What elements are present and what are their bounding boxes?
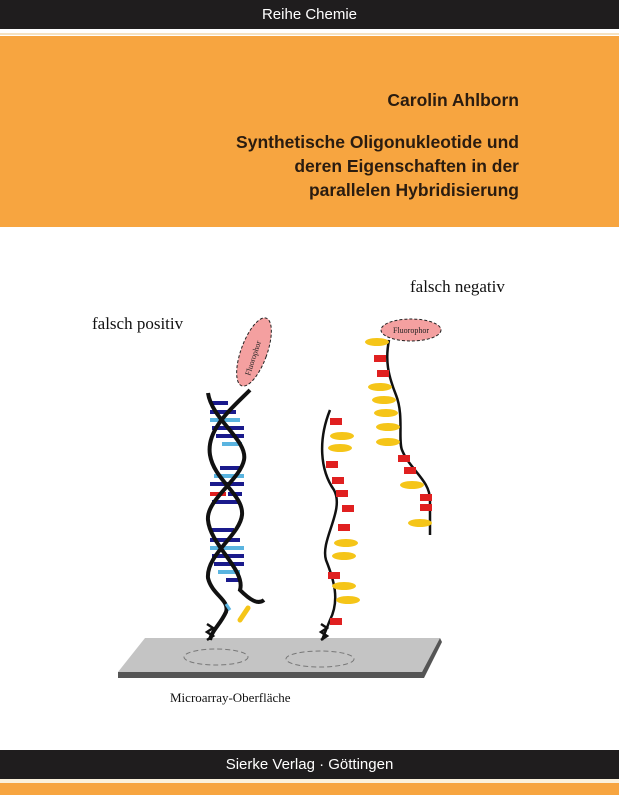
publisher-label: Sierke Verlag · Göttingen [225,756,394,773]
hybridization-diagram: Fluorophor [118,317,442,678]
author-name: Carolin Ahlborn [387,90,519,110]
label-surface: Microarray-Oberfläche [170,690,291,705]
title-panel [0,36,619,227]
title-line: Synthetische Oligonukleotide und [236,132,519,152]
single-strand-middle [318,409,360,642]
microarray-surface [118,638,442,678]
fluorophore-negative: Fluorophor [380,318,442,342]
divider [0,29,619,35]
fluorophore-positive: Fluorophor [236,317,272,387]
single-strand-negative: Fluorophor [365,318,442,535]
bottom-margin [0,795,619,800]
divider [0,779,619,785]
cover-illustration: falsch positiv falsch negativ Microarray… [0,227,619,747]
title-line: parallelen Hybridisierung [308,180,519,200]
series-bar: Reihe Chemie [0,0,619,29]
title-line: deren Eigenschaften in der [294,156,519,176]
label-false-negative: falsch negativ [410,277,505,296]
bottom-stripe [0,783,619,795]
series-label: Reihe Chemie [261,6,358,23]
publisher-bar: Sierke Verlag · Göttingen [0,750,619,779]
dna-double-helix: Fluorophor [204,317,272,642]
label-false-positive: falsch positiv [92,314,184,333]
book-title: Synthetische Oligonukleotide und deren E… [236,130,519,202]
svg-text:Fluorophor: Fluorophor [393,326,429,335]
